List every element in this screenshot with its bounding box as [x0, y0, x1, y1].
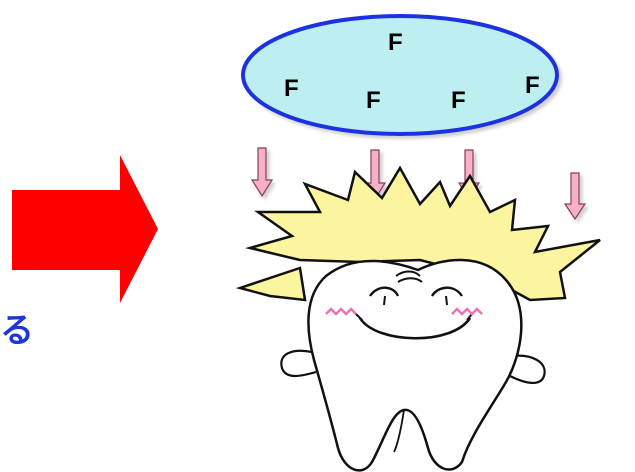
fluoride-letter-4: F — [451, 87, 466, 114]
fluoride-letter-2: F — [284, 75, 299, 102]
fluoride-letter-1: F — [388, 29, 403, 56]
right-arrow-icon — [12, 155, 158, 303]
fluoride-cloud: F F F F F — [243, 16, 557, 134]
side-label-text: る — [0, 314, 34, 348]
smiling-tooth-illustration — [281, 260, 544, 470]
fluoride-letter-3: F — [366, 87, 381, 114]
fluoride-letter-5: F — [525, 72, 540, 99]
down-arrow-icon-4 — [565, 173, 585, 219]
down-arrow-icon-1 — [252, 148, 272, 196]
